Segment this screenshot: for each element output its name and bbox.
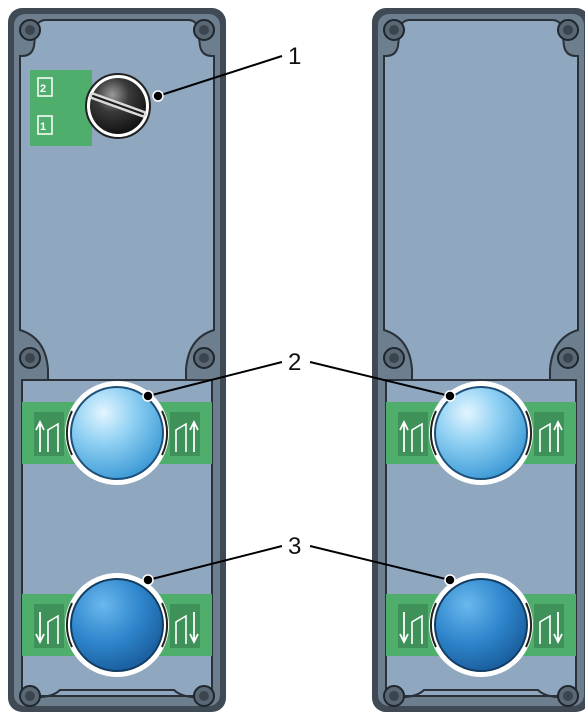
- contact-symbol-icon: [175, 422, 187, 452]
- screw-icon: [193, 19, 215, 41]
- up-arrow-icon: [35, 419, 45, 452]
- key-selector-icon[interactable]: [85, 73, 151, 139]
- upper-pushbutton[interactable]: [429, 381, 533, 485]
- down-arrow-icon: [35, 612, 45, 645]
- screw-icon: [193, 685, 215, 707]
- screw-icon: [557, 685, 579, 707]
- contact-symbol-icon: [411, 614, 423, 644]
- contact-symbol-icon: [539, 422, 551, 452]
- selector-position-2: 2: [40, 83, 46, 95]
- callout-3: 3: [142, 533, 456, 586]
- callout-label-2: 2: [288, 349, 301, 376]
- lower-pushbutton[interactable]: [429, 573, 533, 677]
- screw-icon: [383, 19, 405, 41]
- screw-icon: [557, 19, 579, 41]
- left-station: 2 1: [8, 8, 226, 712]
- selector-label-plate: 2 1: [30, 70, 92, 146]
- lower-pushbutton[interactable]: [65, 573, 169, 677]
- contact-symbol-icon: [539, 614, 551, 644]
- up-arrow-icon: [189, 419, 199, 452]
- selector-position-1: 1: [40, 121, 46, 133]
- down-arrow-icon: [553, 612, 563, 645]
- screw-icon: [193, 347, 215, 369]
- contact-symbol-icon: [47, 422, 59, 452]
- contact-symbol-icon: [47, 614, 59, 644]
- down-arrow-icon: [189, 612, 199, 645]
- callout-2: 2: [142, 349, 456, 402]
- callout-label-1: 1: [288, 43, 301, 70]
- screw-icon: [19, 685, 41, 707]
- down-arrow-icon: [399, 612, 409, 645]
- up-arrow-icon: [553, 419, 563, 452]
- contact-symbol-icon: [411, 422, 423, 452]
- screw-icon: [383, 685, 405, 707]
- upper-pushbutton[interactable]: [65, 381, 169, 485]
- callout-label-3: 3: [288, 533, 301, 560]
- screw-icon: [19, 347, 41, 369]
- up-arrow-icon: [399, 419, 409, 452]
- screw-icon: [383, 347, 405, 369]
- screw-icon: [19, 19, 41, 41]
- right-station: [372, 8, 585, 712]
- contact-symbol-icon: [175, 614, 187, 644]
- screw-icon: [557, 347, 579, 369]
- right-panel-face: [383, 19, 579, 381]
- callout-1: 1: [152, 43, 301, 102]
